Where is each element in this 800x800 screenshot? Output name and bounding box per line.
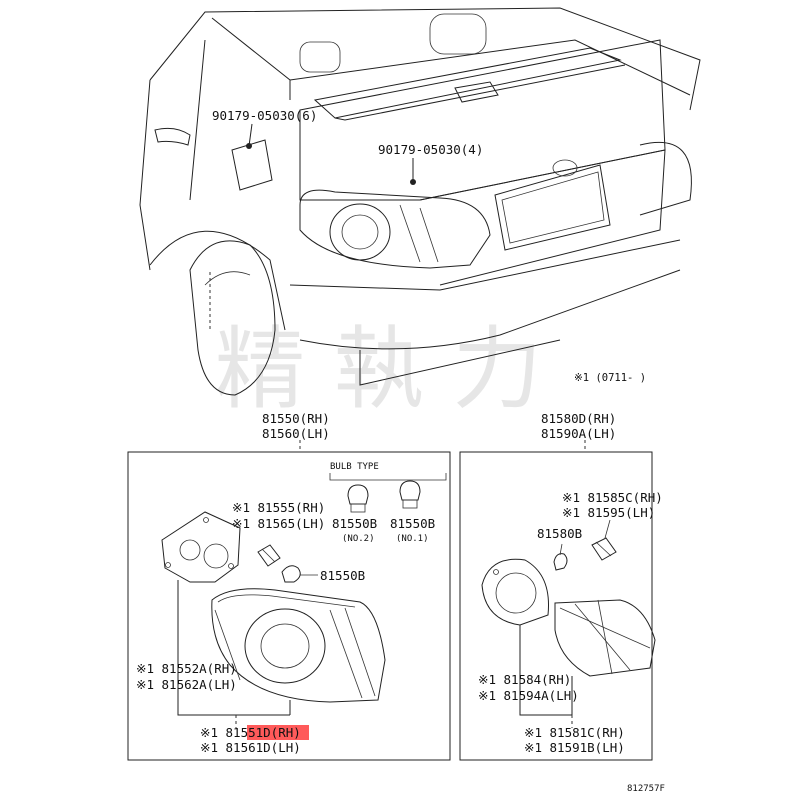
r-bulb-icon: [553, 553, 568, 571]
bulb-no2-note: (NO.2): [342, 534, 375, 544]
lens-rh-label: ※1 81551D(RH): [200, 725, 301, 740]
car-rear-illustration: [139, 7, 701, 396]
small-bulb-label: 81550B: [320, 568, 365, 583]
gasket-right-icon: [481, 558, 550, 626]
gasket-lh-label: ※1 81562A(LH): [136, 677, 237, 692]
bulb-no1-part: 81550B: [390, 516, 435, 531]
r-socket-icon: [591, 537, 617, 561]
socket-lh-label: ※1 81565(LH): [232, 516, 325, 531]
footnote-label: ※1 (0711- ): [574, 372, 646, 384]
gasket-left-icon: [161, 511, 241, 583]
right-assy-rh-label: 81580D(RH): [541, 411, 616, 426]
right-assy-lh-label: 81590A(LH): [541, 426, 616, 441]
r-lens-lh-label: ※1 81591B(LH): [524, 740, 625, 755]
watermark-text: 精 執 力: [215, 317, 542, 422]
r-lens-rh-label: ※1 81581C(RH): [524, 725, 625, 740]
figure-id: 812757F: [627, 784, 665, 794]
bulb-no1-note: (NO.1): [396, 534, 429, 544]
left-assy-lh-label: 81560(LH): [262, 426, 330, 441]
highlight-box: [247, 725, 309, 740]
right-lamp-panel: [459, 451, 653, 761]
bulb-no2-icon: [347, 484, 369, 513]
bolt-side-label: 90179-05030(6): [212, 108, 317, 123]
r-bulb-label: 81580B: [537, 526, 582, 541]
left-lamp-panel: [127, 451, 451, 761]
bulb-no2-part: 81550B: [332, 516, 377, 531]
small-bulb-icon: [281, 565, 301, 583]
left-assy-rh-label: 81550(RH): [262, 411, 330, 426]
bulb-no1-icon: [399, 480, 421, 509]
r-socket-rh-label: ※1 81585C(RH): [562, 490, 663, 505]
socket-icon: [257, 544, 281, 567]
bulb-type-label: BULB TYPE: [330, 462, 379, 472]
tail-lamp-left-icon: [211, 588, 386, 703]
r-gasket-rh-label: ※1 81584(RH): [478, 672, 571, 687]
bolt-rear-label: 90179-05030(4): [378, 142, 483, 157]
socket-rh-label: ※1 81555(RH): [232, 500, 325, 515]
lens-lh-label: ※1 81561D(LH): [200, 740, 301, 755]
tail-lamp-right-icon: [554, 599, 656, 677]
r-gasket-lh-label: ※1 81594A(LH): [478, 688, 579, 703]
gasket-rh-label: ※1 81552A(RH): [136, 661, 237, 676]
r-socket-lh-label: ※1 81595(LH): [562, 505, 655, 520]
